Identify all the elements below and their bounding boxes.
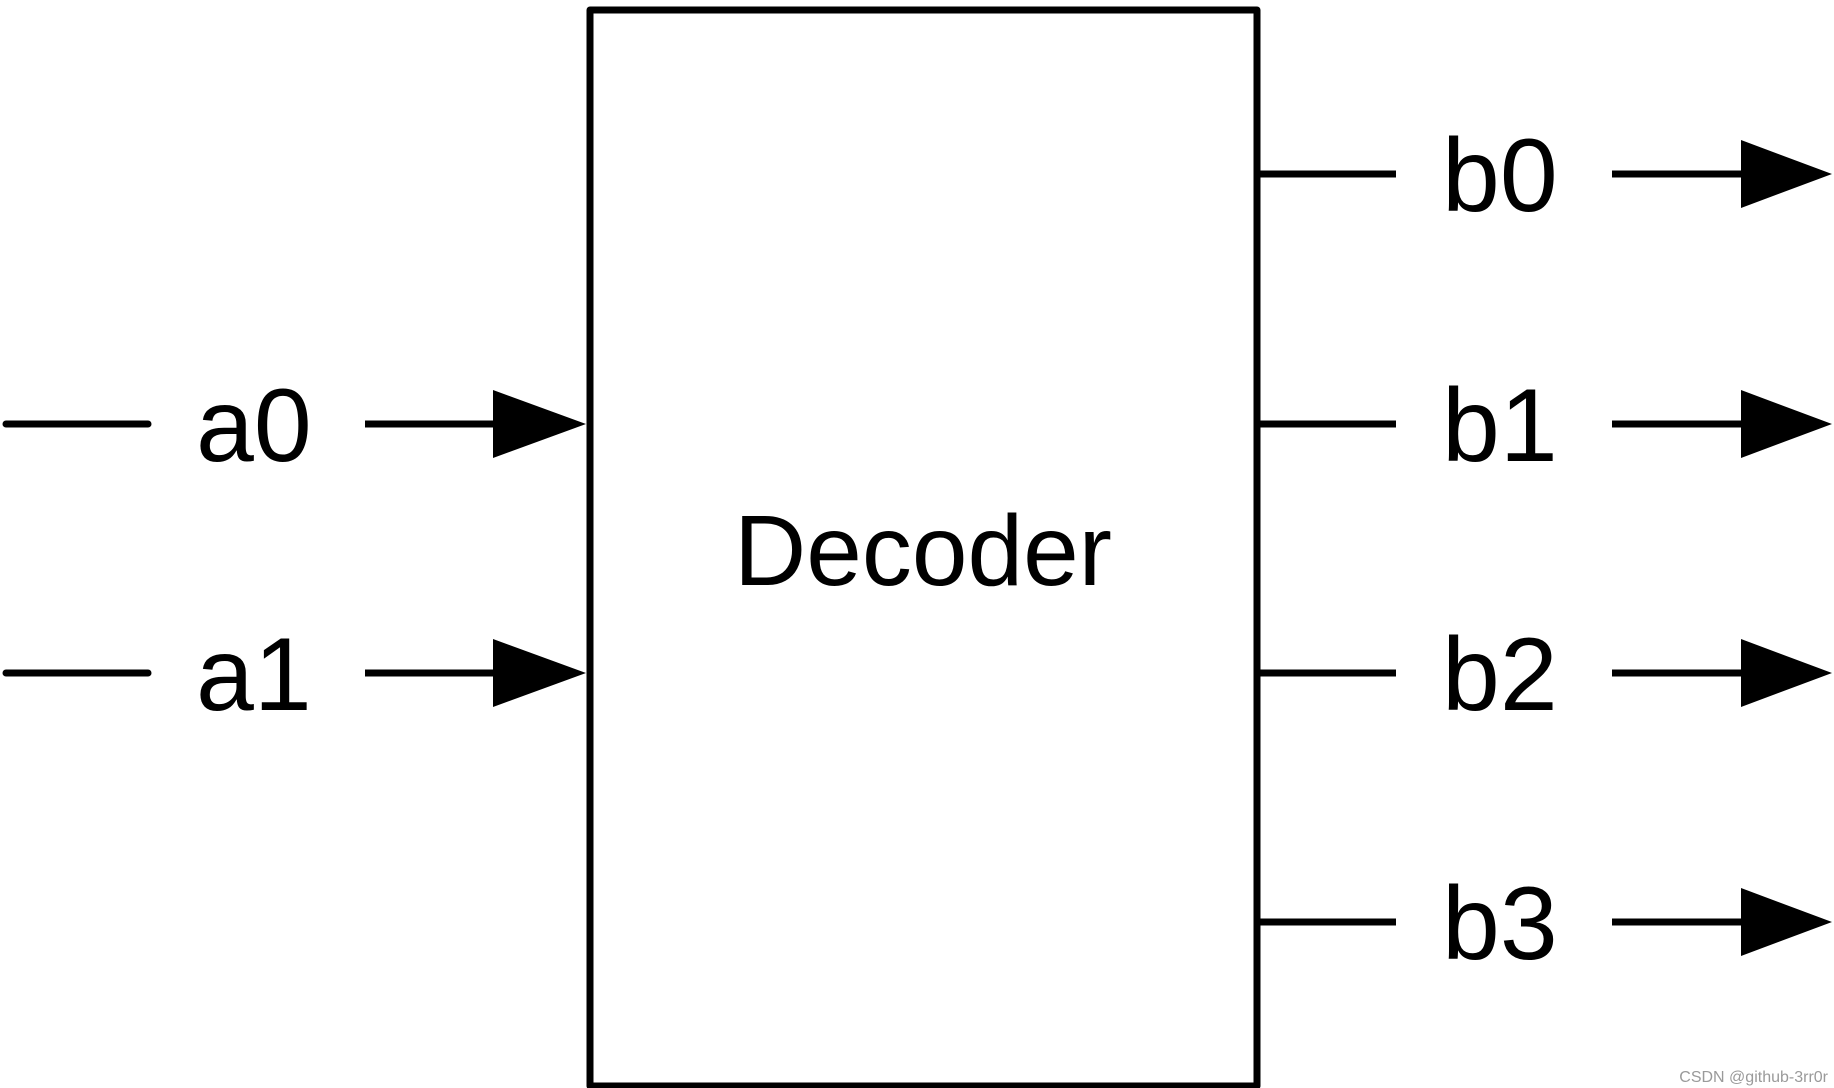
watermark-text: CSDN @github-3rr0r xyxy=(1679,1069,1828,1086)
output-b1-label: b1 xyxy=(1442,368,1558,484)
output-b2: b2 xyxy=(1257,617,1832,733)
input-a0-label: a0 xyxy=(196,368,312,484)
input-a1-label: a1 xyxy=(196,617,312,733)
output-b3-arrowhead xyxy=(1741,888,1832,956)
output-b3: b3 xyxy=(1257,866,1832,982)
output-b2-label: b2 xyxy=(1442,617,1558,733)
output-b0-arrowhead xyxy=(1741,140,1832,208)
output-b1: b1 xyxy=(1257,368,1832,484)
output-b0-label: b0 xyxy=(1442,118,1558,234)
decoder-label: Decoder xyxy=(734,495,1112,607)
input-a0: a0 xyxy=(2,368,586,484)
input-a0-arrowhead xyxy=(493,390,586,458)
output-b3-label: b3 xyxy=(1442,866,1558,982)
decoder-block xyxy=(586,6,1261,1088)
output-b2-arrowhead xyxy=(1741,639,1832,707)
output-b0: b0 xyxy=(1257,118,1832,234)
output-b1-arrowhead xyxy=(1741,390,1832,458)
input-a1-arrowhead xyxy=(493,639,586,707)
input-a1: a1 xyxy=(2,617,586,733)
